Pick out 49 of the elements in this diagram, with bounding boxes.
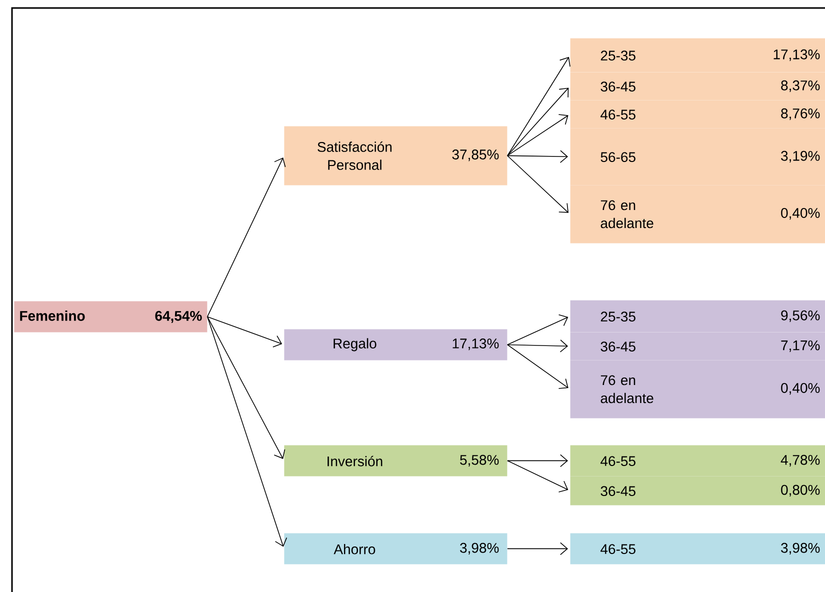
node-label: 46-55 bbox=[600, 456, 636, 466]
category-box: Regalo 17,13% bbox=[284, 329, 508, 360]
age-row: 76 en adelante 0,40% bbox=[570, 185, 825, 244]
node-label: 0,40% bbox=[781, 383, 820, 395]
node-label: 25-35 bbox=[600, 312, 636, 322]
arrow bbox=[507, 340, 568, 352]
age-row: 36-45 7,17% bbox=[570, 332, 825, 360]
node-label: 0,80% bbox=[781, 484, 820, 496]
arrow bbox=[207, 158, 286, 318]
node-label: 0,40% bbox=[781, 208, 820, 220]
node-label: 36-45 bbox=[600, 342, 636, 352]
arrow bbox=[507, 460, 568, 492]
arrow bbox=[507, 155, 569, 213]
category-box: Inversión 5,58% bbox=[284, 445, 508, 476]
arrow bbox=[207, 316, 286, 459]
node-label: 36-45 bbox=[600, 82, 636, 92]
category-box: Femenino 64,54% bbox=[14, 301, 208, 332]
age-row: 25-35 9,56% bbox=[570, 300, 825, 332]
arrow bbox=[207, 316, 282, 348]
category-box: Satisfacción Personal 37,85% bbox=[284, 126, 508, 186]
category-box: Ahorro 3,98% bbox=[284, 533, 508, 564]
node-label: 3,19% bbox=[781, 150, 820, 162]
node-label: 8,37% bbox=[781, 80, 820, 92]
arrow bbox=[507, 314, 568, 346]
node-label: 56-65 bbox=[600, 152, 636, 162]
age-row: 46-55 4,78% bbox=[570, 445, 825, 476]
arrow bbox=[507, 454, 568, 468]
node-label: 7,17% bbox=[781, 340, 820, 352]
node-label: 25-35 bbox=[600, 50, 636, 61]
arrow bbox=[507, 344, 568, 389]
node-label: 4,78% bbox=[780, 454, 820, 466]
node-label: 76 en adelante bbox=[600, 200, 654, 228]
arrow bbox=[507, 542, 568, 556]
age-row: 36-45 0,80% bbox=[570, 476, 825, 506]
arrow bbox=[507, 88, 569, 156]
node-label: 46-55 bbox=[600, 110, 636, 120]
arrow bbox=[507, 114, 568, 156]
age-row: 36-45 8,37% bbox=[570, 72, 825, 100]
node-label: 9,56% bbox=[781, 310, 820, 322]
arrow bbox=[507, 56, 570, 156]
age-row: 25-35 17,13% bbox=[570, 38, 825, 72]
arrow bbox=[207, 316, 288, 547]
node-label: 17,13% bbox=[774, 49, 820, 61]
age-row: 46-55 3,98% bbox=[570, 533, 825, 564]
node-label: 36-45 bbox=[600, 486, 636, 496]
arrow bbox=[507, 150, 568, 163]
node-label: 8,76% bbox=[781, 108, 820, 120]
age-row: 46-55 8,76% bbox=[570, 100, 825, 128]
node-label: 76 en adelante bbox=[600, 375, 654, 404]
